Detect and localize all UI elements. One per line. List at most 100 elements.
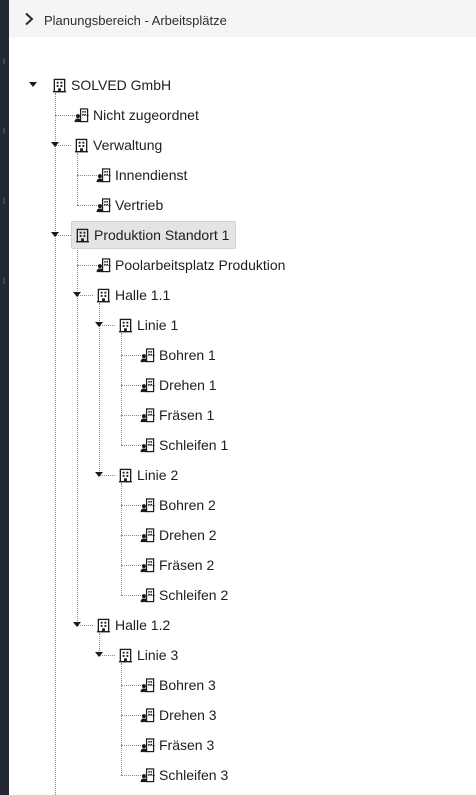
workstation-icon bbox=[140, 497, 155, 513]
tree-connector-vertical bbox=[55, 93, 56, 795]
tree-node[interactable]: Verwaltung bbox=[71, 133, 165, 157]
building-icon bbox=[96, 618, 111, 633]
tree-node-label: Schleifen 2 bbox=[159, 587, 229, 603]
tree-node[interactable]: SOLVED GmbH bbox=[49, 73, 174, 97]
tree-connector-horizontal bbox=[77, 295, 93, 296]
tree-connector-horizontal bbox=[121, 505, 155, 506]
expand-toggle-icon[interactable] bbox=[95, 472, 103, 477]
tree-connector-vertical bbox=[99, 633, 100, 655]
tree-node[interactable]: Halle 1.1 bbox=[93, 283, 173, 307]
tree-node-label: Bohren 3 bbox=[159, 677, 216, 693]
tree-node[interactable]: Linie 1 bbox=[115, 313, 181, 337]
tree-node[interactable]: Produktion Standort 1 bbox=[71, 221, 237, 249]
panel-title: Planungsbereich - Arbeitsplätze bbox=[44, 13, 227, 28]
tree-connector-horizontal bbox=[99, 655, 115, 656]
tree-node[interactable]: Fräsen 2 bbox=[137, 553, 217, 577]
tree-node[interactable]: Linie 2 bbox=[115, 463, 181, 487]
tree-connector-vertical bbox=[121, 333, 122, 445]
workstation-icon bbox=[96, 197, 111, 213]
building-icon bbox=[75, 228, 90, 243]
building-icon bbox=[52, 78, 67, 93]
tree-node[interactable]: Schleifen 2 bbox=[137, 583, 231, 607]
workstation-icon bbox=[96, 257, 111, 273]
panel-header[interactable]: Planungsbereich - Arbeitsplätze bbox=[9, 0, 476, 37]
tree-connector-horizontal bbox=[121, 565, 155, 566]
workstation-icon bbox=[140, 587, 155, 603]
tree-connector-vertical bbox=[77, 153, 78, 205]
tree-node-label: Fräsen 3 bbox=[159, 737, 215, 753]
expand-toggle-icon[interactable] bbox=[95, 322, 103, 327]
tree-node-label: Drehen 1 bbox=[159, 377, 217, 393]
tree-node[interactable]: Schleifen 3 bbox=[137, 763, 231, 787]
tree-node-label: Bohren 1 bbox=[159, 347, 216, 363]
tree-connector-horizontal bbox=[121, 415, 155, 416]
tree-node[interactable]: Innendienst bbox=[93, 163, 190, 187]
tree-node-label: Drehen 3 bbox=[159, 707, 217, 723]
tree-node[interactable]: Drehen 1 bbox=[137, 373, 220, 397]
expand-toggle-icon[interactable] bbox=[29, 82, 37, 87]
tree-node[interactable]: Drehen 2 bbox=[137, 523, 220, 547]
tree-node-label: Innendienst bbox=[115, 167, 188, 183]
tree-connector-horizontal bbox=[121, 685, 155, 686]
workstation-icon bbox=[140, 527, 155, 543]
tree-connector-horizontal bbox=[121, 595, 155, 596]
tree-connector-horizontal bbox=[121, 775, 155, 776]
tree-node[interactable]: Halle 1.2 bbox=[93, 613, 173, 637]
expand-toggle-icon[interactable] bbox=[51, 232, 59, 237]
workstation-icon bbox=[140, 677, 155, 693]
expand-toggle-icon[interactable] bbox=[95, 652, 103, 657]
tree-node[interactable]: Drehen 3 bbox=[137, 703, 220, 727]
tree-connector-horizontal bbox=[55, 235, 71, 236]
tree-node[interactable]: Bohren 3 bbox=[137, 673, 219, 697]
workstation-icon bbox=[140, 557, 155, 573]
tree-node-label: Drehen 2 bbox=[159, 527, 217, 543]
tree-node-label: Verwaltung bbox=[93, 137, 163, 153]
tree-connector-horizontal bbox=[77, 205, 111, 206]
tree-connector-horizontal bbox=[121, 385, 155, 386]
workstation-icon bbox=[140, 767, 155, 783]
workstation-icon bbox=[140, 707, 155, 723]
tree-node-label: Halle 1.1 bbox=[115, 287, 171, 303]
tree-node-label: Schleifen 3 bbox=[159, 767, 229, 783]
tree-node[interactable]: Fräsen 3 bbox=[137, 733, 217, 757]
tree-connector-vertical bbox=[121, 483, 122, 595]
tree-node-label: Fräsen 1 bbox=[159, 407, 215, 423]
workstation-icon bbox=[140, 377, 155, 393]
app-sidebar-strip bbox=[0, 0, 9, 795]
tree-node-label: Schleifen 1 bbox=[159, 437, 229, 453]
expand-toggle-icon[interactable] bbox=[51, 142, 59, 147]
tree-node-label: Halle 1.2 bbox=[115, 617, 171, 633]
tree-node-label: Fräsen 2 bbox=[159, 557, 215, 573]
building-icon bbox=[118, 648, 133, 663]
tree-node[interactable]: Schleifen 1 bbox=[137, 433, 231, 457]
workstation-icon bbox=[96, 167, 111, 183]
tree-node-label: Linie 1 bbox=[137, 317, 179, 333]
tree-connector-horizontal bbox=[77, 625, 93, 626]
tree-node-label: Vertrieb bbox=[115, 197, 164, 213]
tree-node[interactable]: Bohren 2 bbox=[137, 493, 219, 517]
tree-connector-vertical bbox=[121, 663, 122, 775]
tree-connector-horizontal bbox=[121, 355, 155, 356]
workstation-icon bbox=[140, 737, 155, 753]
building-icon bbox=[118, 468, 133, 483]
tree-node[interactable]: Poolarbeitsplatz Produktion bbox=[93, 253, 288, 277]
tree-node[interactable]: Fräsen 1 bbox=[137, 403, 217, 427]
tree-connector-horizontal bbox=[121, 535, 155, 536]
tree-connector-vertical bbox=[99, 303, 100, 475]
tree-connector-horizontal bbox=[77, 265, 111, 266]
workstation-icon bbox=[74, 107, 89, 123]
tree-connector-horizontal bbox=[121, 445, 155, 446]
chevron-right-icon[interactable] bbox=[22, 12, 36, 26]
tree-node[interactable]: Nicht zugeordnet bbox=[71, 103, 202, 127]
expand-toggle-icon[interactable] bbox=[73, 622, 81, 627]
workstation-icon bbox=[140, 407, 155, 423]
tree-connector-horizontal bbox=[55, 145, 71, 146]
building-icon bbox=[74, 138, 89, 153]
expand-toggle-icon[interactable] bbox=[73, 292, 81, 297]
tree-node[interactable]: Vertrieb bbox=[93, 193, 166, 217]
building-icon bbox=[96, 288, 111, 303]
tree-node-label: Linie 3 bbox=[137, 647, 179, 663]
tree-node[interactable]: Bohren 1 bbox=[137, 343, 219, 367]
tree-node[interactable]: Linie 3 bbox=[115, 643, 181, 667]
